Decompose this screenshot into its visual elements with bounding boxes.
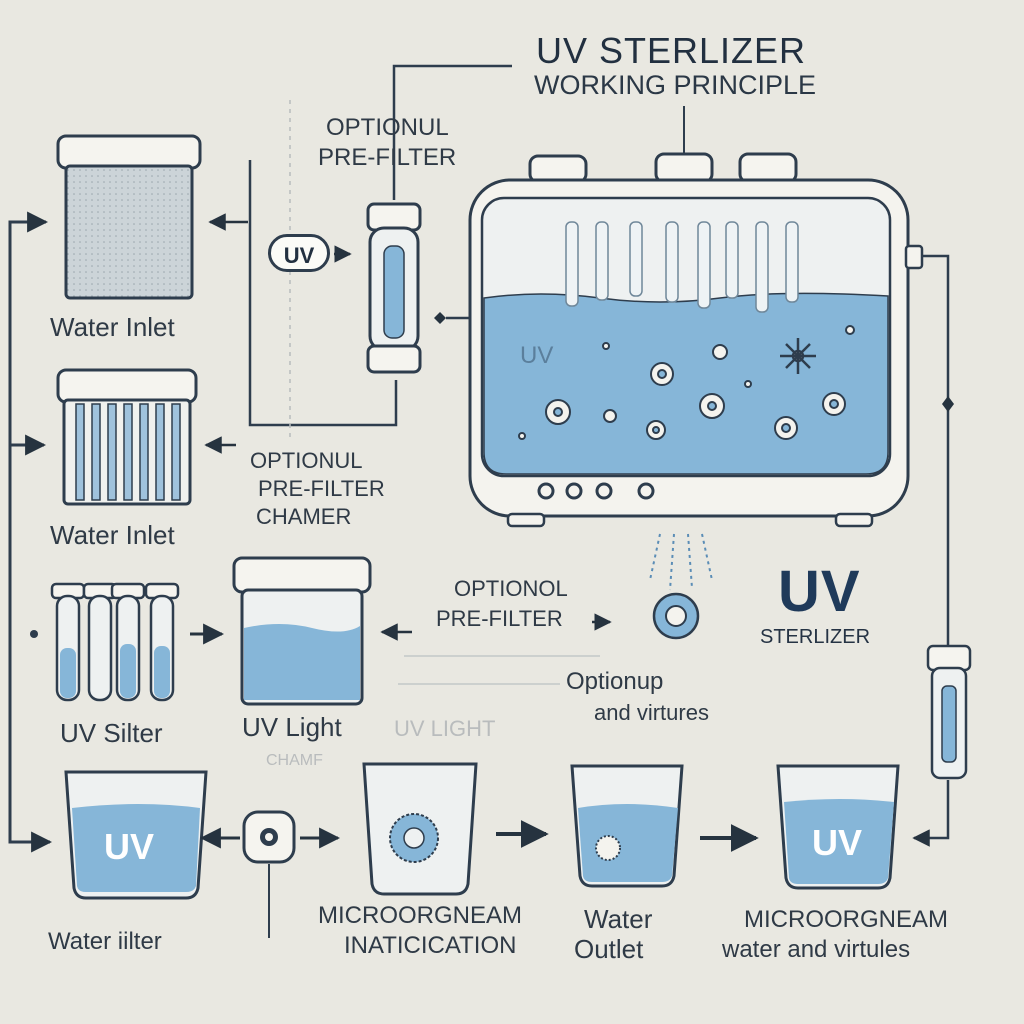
label-optional-prefilter-mid-2: PRE-FILTER [436,606,563,631]
title-connector [392,64,512,200]
uv-pill-badge: UV [268,234,330,272]
outlet-spray [649,533,713,591]
label-uv-silter: UV Silter [60,718,163,748]
label-optional-prefilter-top-1: OPTIONUL [326,114,449,141]
cup-uv-left [64,770,208,900]
right-return-line [912,780,950,847]
uv-sterilizer-big-label: UV [778,559,861,624]
label-optional-prefilter-mid-1: OPTIONOL [454,576,568,601]
label-optional-virtues-2: and virtures [594,700,709,725]
label-water-inlet-2: Water Inlet [50,520,175,550]
uv-bulb-small [652,592,700,640]
label-optional-prefilter-top-2: PRE-FILTER [318,144,457,171]
tank-uv-text: UV [520,342,554,369]
label-water-outlet-1: Water [584,904,653,934]
small-diamond-1 [434,312,446,324]
cup-uv-right [776,764,900,890]
water-inlet-filter-2 [56,368,198,506]
label-micro-inactivation-2: INATICICATION [344,932,517,959]
water-inlet-filter-1 [56,134,202,300]
cup-outlet [570,764,684,888]
label-chamber-faint: CHAMF [266,752,323,769]
left-connector-lines [8,211,53,853]
cup-right-uv-text: UV [812,822,863,863]
label-micro-water-1: MICROORGNEAM [744,906,948,933]
cup-microorganism [362,762,478,896]
microbes [518,325,855,440]
label-optional-virtues-1: Optionup [566,668,664,695]
label-uv-light: UV Light [242,712,342,742]
label-prefilter-chamber-3: CHAMER [256,504,352,529]
prefilter-cartridge [366,202,422,374]
label-prefilter-chamber-1: OPTIONUL [250,448,363,473]
cup-left-uv-text: UV [104,826,155,867]
uv-sterilizer-sub-label: STERLIZER [760,626,871,648]
label-uv-light-faint: UV LIGHT [394,716,496,741]
label-water-outlet-2: Outlet [574,934,644,964]
inline-sensor [242,810,296,938]
label-micro-inactivation-1: MICROORGNEAM [318,902,522,929]
small-diamond-2 [942,396,954,412]
label-water-inlet-1: Water Inlet [50,312,175,342]
title-line-1: UV STERLIZER [536,30,807,71]
uv-sterilizer-unit [468,106,924,528]
title-line-2: WORKING PRINCIPLE [534,70,817,100]
label-micro-water-2: water and virtules [722,936,911,963]
label-prefilter-chamber-2: PRE-FILTER [258,476,385,501]
label-water-filter: Water iilter [48,928,162,955]
right-cartridge [926,644,972,780]
prefilter-return-line [248,160,398,427]
uv-light-chamber [232,556,372,706]
right-connector [922,254,950,650]
uv-test-tubes [30,582,180,702]
